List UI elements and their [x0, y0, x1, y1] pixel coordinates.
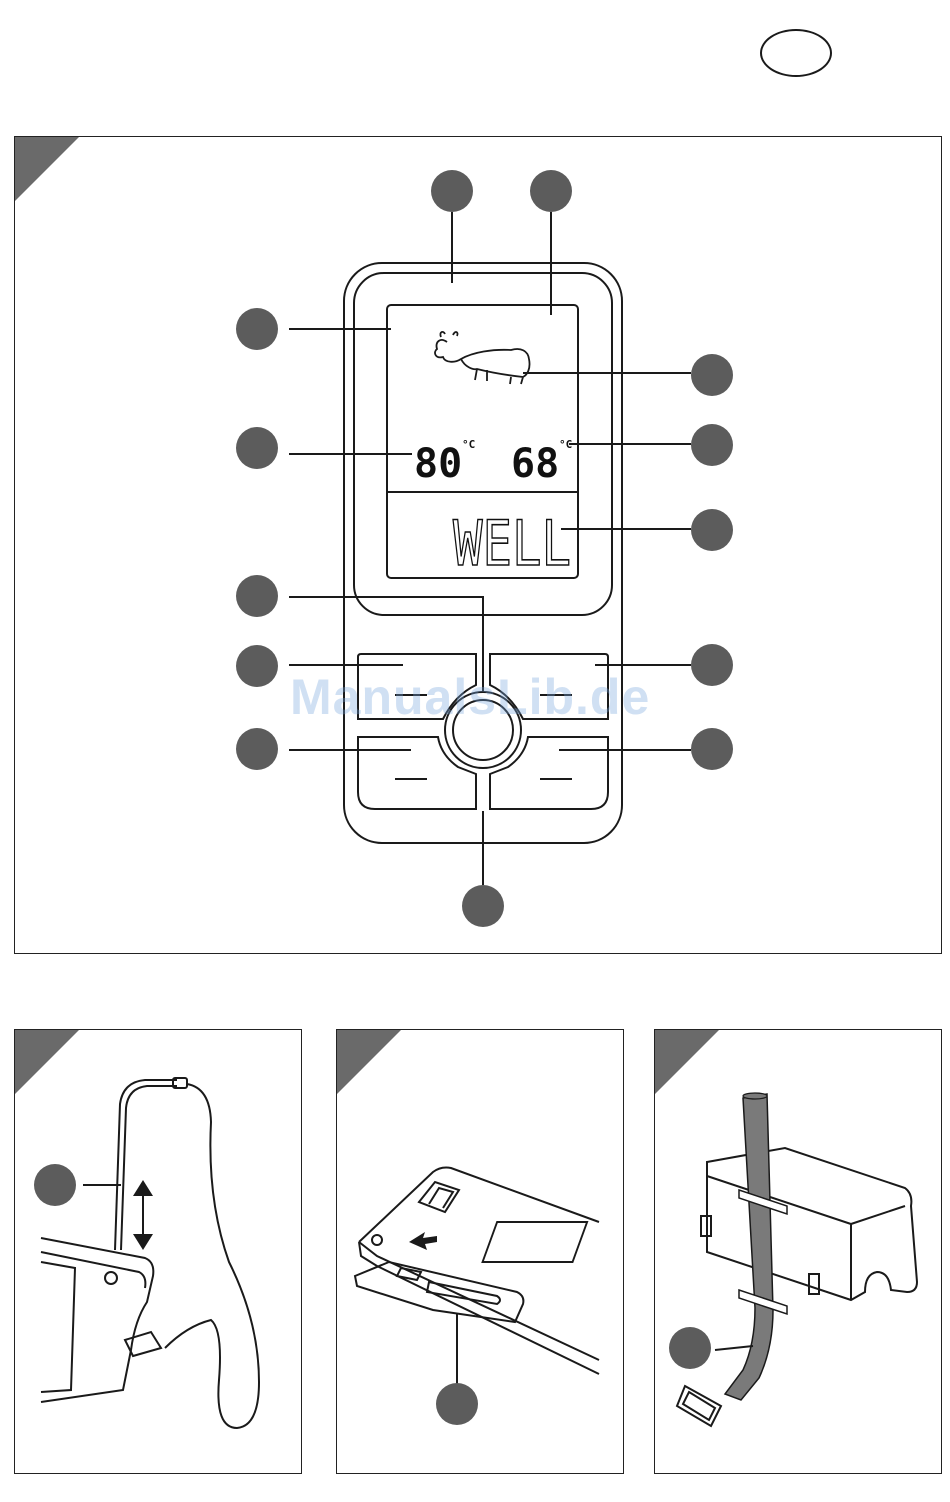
temp-left-unit: °C	[462, 438, 475, 451]
callout-bubble	[436, 1383, 478, 1425]
callout-bubble	[462, 885, 504, 927]
language-oval	[760, 29, 832, 77]
probe-cable	[165, 1084, 259, 1428]
callout-bubble	[691, 424, 733, 466]
callout-bubble	[431, 170, 473, 212]
temp-right-readout: 68	[511, 441, 559, 487]
callout-bubble	[691, 509, 733, 551]
callout-bubble	[236, 645, 278, 687]
figure-panel-strap	[654, 1029, 942, 1474]
button-center	[453, 700, 513, 760]
strap	[725, 1094, 773, 1400]
probe-jack	[125, 1332, 161, 1356]
strap-buckle	[677, 1386, 721, 1426]
figure-corner-tab	[655, 1030, 719, 1094]
callout-bubble	[691, 354, 733, 396]
figure-panel-stand	[336, 1029, 624, 1474]
figure-corner-tab	[337, 1030, 401, 1094]
callout-bubble	[691, 644, 733, 686]
insert-arrow	[409, 1232, 437, 1250]
callout-bubble	[691, 728, 733, 770]
probe-diagram	[15, 1030, 301, 1473]
callout-bubble	[669, 1327, 711, 1369]
figure-panel-main: 80 °C 68 °C WELL	[14, 136, 942, 954]
cow-icon	[435, 332, 530, 384]
callout-bubble	[530, 170, 572, 212]
figure-corner-tab	[15, 1030, 79, 1094]
doneness-readout: WELL	[453, 507, 571, 580]
thermometer-diagram: 80 °C 68 °C WELL	[15, 137, 941, 953]
button-center-ring	[445, 692, 521, 768]
callout-bubble	[236, 575, 278, 617]
callout-bubble	[236, 308, 278, 350]
stand-diagram	[337, 1030, 623, 1473]
device-back-top	[359, 1168, 599, 1243]
callout-bubble	[34, 1164, 76, 1206]
device-body-back	[707, 1148, 917, 1300]
temp-left-readout: 80	[414, 441, 462, 487]
button-upper-left	[358, 654, 476, 719]
figure-corner-tab	[15, 137, 79, 201]
figure-panel-probe	[14, 1029, 302, 1474]
button-upper-right	[490, 654, 608, 719]
callout-bubble	[236, 427, 278, 469]
strap-diagram	[655, 1030, 941, 1473]
callout-bubble	[236, 728, 278, 770]
